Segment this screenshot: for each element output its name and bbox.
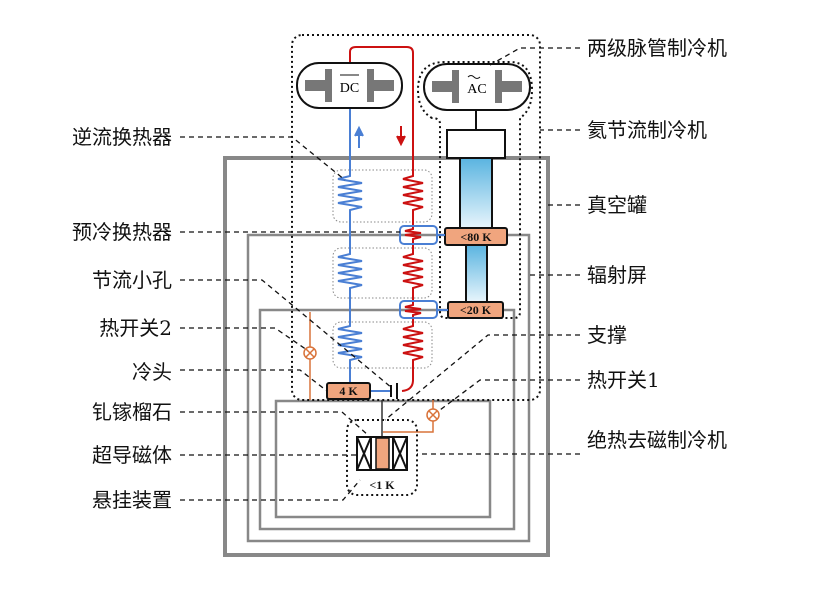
label-vacuum-tank: 真空罐	[587, 193, 647, 217]
label-adr: 绝热去磁制冷机	[587, 428, 727, 452]
pulse-tube-stage2	[465, 244, 488, 303]
vacuum-tank	[223, 156, 550, 557]
label-ggg: 钆镓榴石	[92, 400, 172, 424]
leader-lines	[180, 47, 580, 501]
counterflow-hx-2	[332, 247, 433, 299]
label-support: 支撑	[587, 323, 627, 347]
label-radiation-shield: 辐射屏	[587, 263, 647, 287]
pulse-tube-stage1	[459, 157, 493, 229]
right-labels: 两级脉管制冷机 氦节流制冷机 真空罐 辐射屏 支撑 热开关1 绝热去磁制冷机	[587, 36, 727, 452]
ac-label: AC	[467, 82, 486, 97]
label-counterflow-hx: 逆流换热器	[72, 125, 172, 149]
radiation-shield-inner	[258, 308, 516, 531]
warm-line	[349, 46, 424, 392]
ggg-salt-pill	[375, 437, 390, 470]
stage-80k	[444, 227, 508, 246]
label-cold-head: 冷头	[132, 360, 172, 384]
cold-line	[337, 108, 363, 383]
label-throttle-orifice: 节流小孔	[92, 268, 172, 292]
pulse-tube-boundary	[291, 34, 541, 401]
stage-20k-label: <20 K	[460, 303, 492, 317]
heat-switch-2	[303, 346, 317, 360]
left-labels: 逆流换热器 预冷换热器 节流小孔 热开关2 冷头 钆镓榴石 超导磁体 悬挂装置	[72, 125, 172, 512]
label-pulse-tube: 两级脉管制冷机	[587, 36, 727, 60]
adr-label: <1 K	[369, 478, 395, 492]
label-heat-switch-1: 热开关1	[587, 368, 660, 392]
label-heat-switch-2: 热开关2	[99, 316, 172, 340]
label-magnet: 超导磁体	[92, 443, 172, 467]
jt-boundary	[416, 61, 534, 319]
dc-compressor: DC	[296, 62, 403, 109]
label-jt-cooler: 氦节流制冷机	[587, 118, 707, 142]
stage-80k-label: <80 K	[460, 230, 492, 244]
heat-switch-1	[426, 408, 440, 422]
ac-compressor: AC	[423, 63, 531, 130]
throttle-orifice	[390, 383, 398, 399]
counterflow-hx-3	[332, 321, 433, 369]
radiation-shield	[246, 233, 531, 543]
pulse-tube-head	[446, 129, 506, 159]
label-precool-hx: 预冷换热器	[72, 220, 172, 244]
superconducting-magnet	[356, 436, 408, 471]
counterflow-hx-1	[332, 169, 433, 223]
down-arrow-icon	[396, 126, 406, 147]
dc-label: DC	[340, 81, 359, 96]
cold-head-label: 4 K	[339, 384, 358, 398]
up-arrow-icon	[354, 125, 364, 148]
label-suspension: 悬挂装置	[92, 488, 172, 512]
